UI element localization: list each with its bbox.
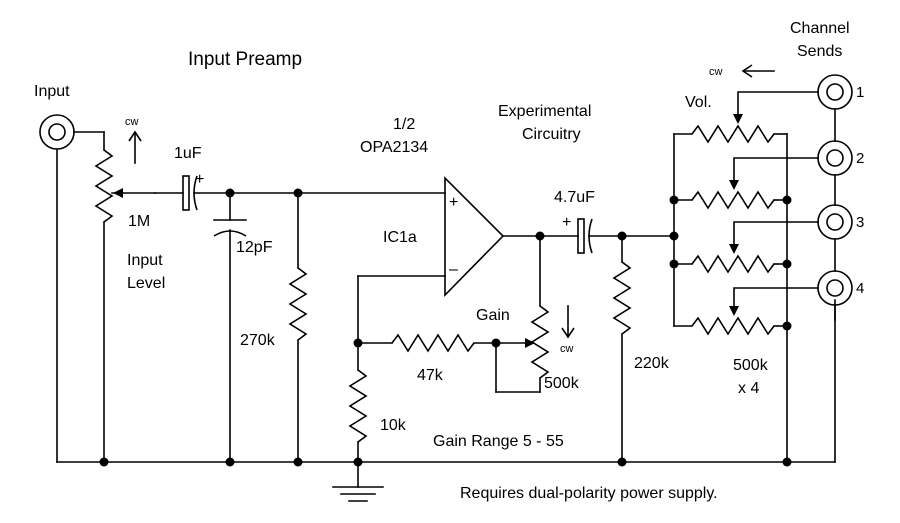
send-port-3: 3 <box>856 214 864 231</box>
input-label: Input <box>34 83 70 100</box>
gain-pot-cw-label: cw <box>560 343 574 355</box>
opamp-plus-pin: + <box>449 194 458 211</box>
opamp-label-line2: OPA2134 <box>360 139 428 156</box>
opamp-ref-label: IC1a <box>383 229 417 246</box>
junction-dots <box>99 188 792 467</box>
cap-4-7uf-plus: + <box>562 214 571 231</box>
vol-pot-value: 500k <box>733 357 769 374</box>
cw-arrow-icon <box>561 305 575 339</box>
experimental-label-line2: Circuitry <box>522 126 581 143</box>
cw-arrow-icon <box>128 130 142 164</box>
res-220k-label: 220k <box>634 355 670 372</box>
vol-pot-count: x 4 <box>738 380 759 397</box>
res-270k-label: 270k <box>240 332 276 349</box>
res-10k-label: 10k <box>380 417 407 434</box>
opamp-minus-pin: – <box>449 261 458 278</box>
diagram-title: Input Preamp <box>188 49 302 70</box>
feedback-network <box>357 275 541 393</box>
cap-4-7uf-label: 4.7uF <box>554 189 595 206</box>
cap-1uf-label: 1uF <box>174 145 202 162</box>
gain-pot[interactable] <box>530 235 550 393</box>
output-coupling-capacitor <box>577 218 675 254</box>
volume-pot-1[interactable] <box>673 91 819 144</box>
experimental-label-line1: Experimental <box>498 103 591 120</box>
bias-resistor <box>288 192 308 463</box>
input-level-pot[interactable] <box>94 131 156 463</box>
power-supply-note: Requires dual-polarity power supply. <box>460 485 718 502</box>
volume-pot-3[interactable] <box>673 221 819 274</box>
send-jack-1[interactable] <box>817 74 853 110</box>
cap-12pf-label: 12pF <box>236 239 273 256</box>
send-jack-3[interactable] <box>817 204 853 240</box>
send-port-4: 4 <box>856 280 864 297</box>
send-port-1: 1 <box>856 84 864 101</box>
input-pot-cw-label: cw <box>125 116 139 128</box>
gain-pot-name: Gain <box>476 307 510 324</box>
input-jack[interactable] <box>39 114 105 150</box>
ground-rail <box>56 149 836 463</box>
vol-pot-cw-label: cw <box>709 66 723 78</box>
vol-pot-name: Vol. <box>685 94 712 111</box>
ground-resistor <box>348 342 368 463</box>
ground-symbol <box>332 461 384 502</box>
volume-bus <box>673 133 788 463</box>
input-pot-value: 1M <box>128 213 150 230</box>
cw-arrow-icon <box>741 64 775 78</box>
volume-pot-2[interactable] <box>673 157 819 210</box>
sends-label-line1: Channel <box>790 20 850 37</box>
send-port-2: 2 <box>856 150 864 167</box>
input-pot-name-line2: Level <box>127 275 165 292</box>
input-pot-name-line1: Input <box>127 252 163 269</box>
output-resistor <box>612 235 632 463</box>
gain-range-label: Gain Range 5 - 55 <box>433 433 564 450</box>
cap-1uf-plus: + <box>195 171 204 188</box>
res-47k-label: 47k <box>417 367 444 384</box>
volume-pot-4[interactable] <box>673 287 819 336</box>
opamp-label-line1: 1/2 <box>393 116 415 133</box>
gain-pot-value: 500k <box>544 375 580 392</box>
sends-label-line2: Sends <box>797 43 842 60</box>
send-jack-2[interactable] <box>817 140 853 176</box>
filter-capacitor <box>213 192 247 463</box>
input-coupling-capacitor <box>154 175 446 211</box>
